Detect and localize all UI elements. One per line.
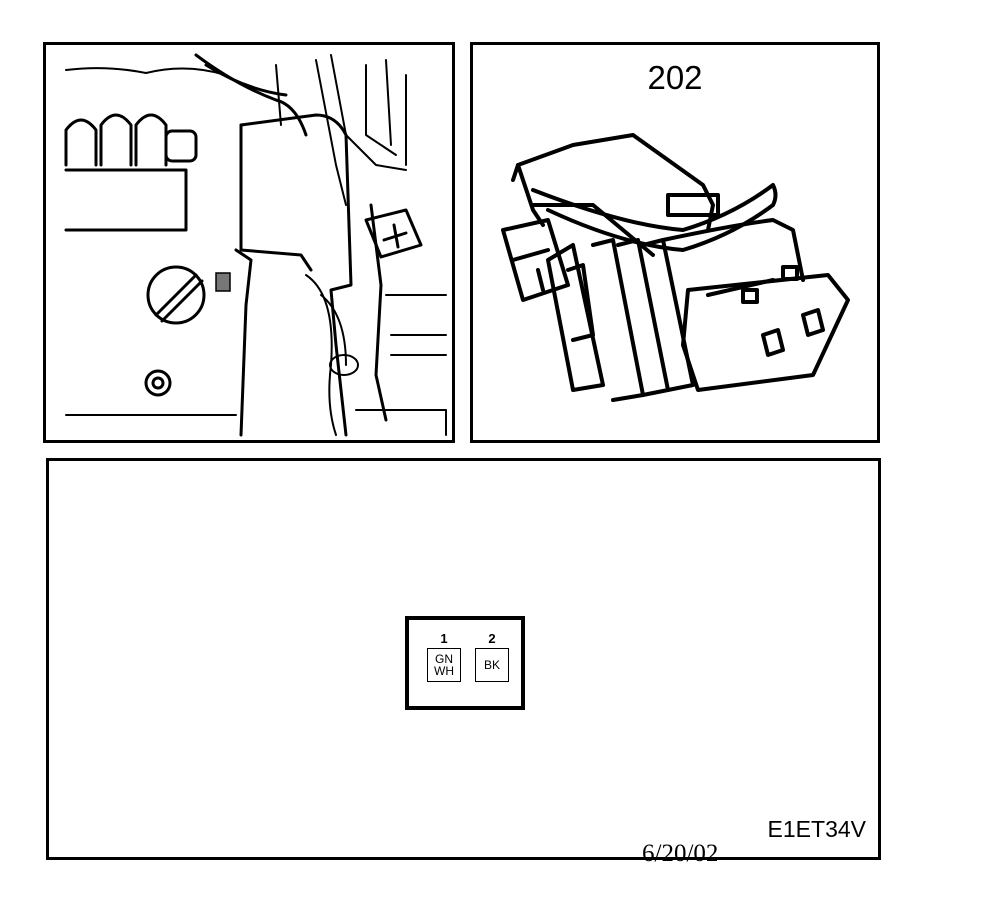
connector-number-label: 202 [647,59,703,96]
pin-1-color-line2: WH [434,664,454,678]
connector-face: 1 2 GN WH BK [405,616,525,710]
pin-1-color-line1: GN [435,652,453,666]
figure-code: E1ET34V [767,816,866,842]
pin-2-cavity: BK [475,648,509,682]
location-illustration-panel [43,42,455,443]
pin-2-color-line1: BK [483,658,500,672]
date-stamp: 6/20/02 [642,840,719,867]
connector-drawing [501,133,850,402]
connector-illustration-panel: 202 [470,42,880,443]
pin-1-number: 1 [440,631,448,646]
engine-bay-illustration [64,53,447,437]
pinout-panel: 1 2 GN WH BK E1ET34V [46,458,881,860]
pin-1-cavity: GN WH [427,648,461,682]
pin-2-number: 2 [488,631,496,646]
